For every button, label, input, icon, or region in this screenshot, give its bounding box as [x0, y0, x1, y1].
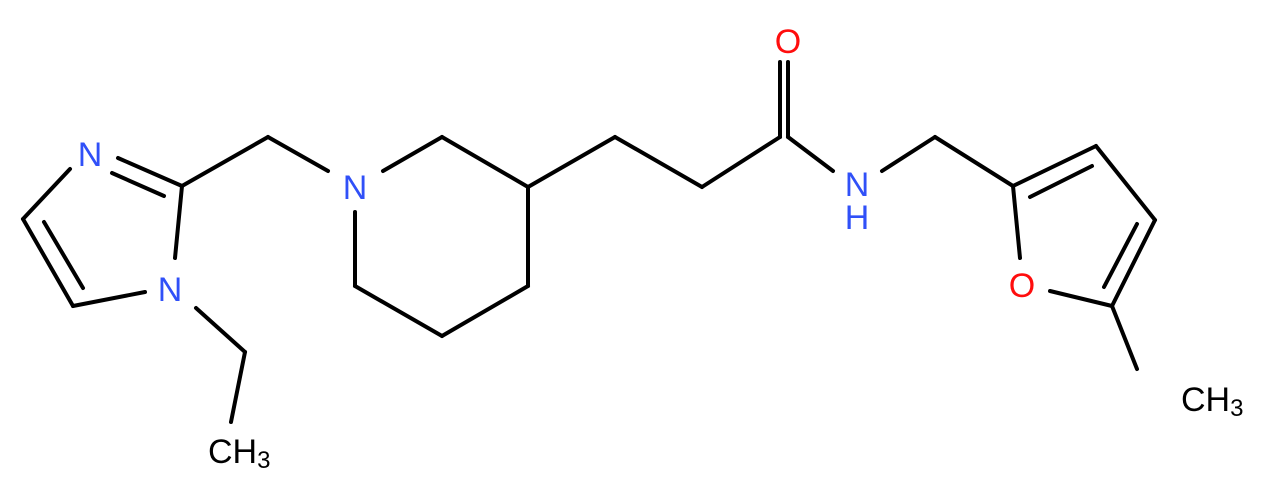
amide-h-label: H [845, 199, 870, 237]
imidazole-ring [21, 156, 184, 308]
amide-n-label: N [845, 166, 870, 204]
piperidine-ring [353, 135, 530, 338]
furan-ring [933, 135, 1157, 308]
furan-ch3-label: CH3 [1181, 381, 1243, 422]
carbonyl-o-label: O [775, 23, 801, 61]
furan-o-label: O [1009, 267, 1035, 305]
ethyl-group [194, 306, 247, 424]
imidazole-n1-label: N [158, 271, 183, 309]
ethyl-ch3-label: CH3 [208, 433, 270, 474]
furan-methyl-bond [1110, 304, 1139, 371]
imidazole-n3-label: N [78, 136, 103, 174]
piperidine-n-label: N [343, 169, 368, 207]
methylene-bridge [180, 135, 330, 188]
propanamide-chain [526, 60, 937, 189]
